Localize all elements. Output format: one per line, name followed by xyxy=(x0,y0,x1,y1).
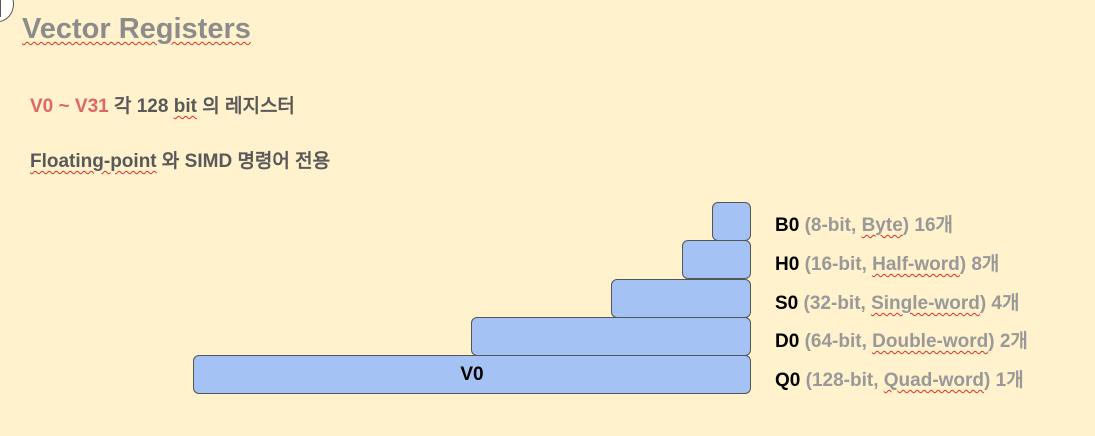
register-block-q0: V0 xyxy=(193,355,751,394)
floating-point-word: Floating-point xyxy=(30,151,157,172)
register-detail-close: ) 2개 xyxy=(988,331,1028,352)
register-block-d0 xyxy=(471,317,751,356)
register-label-s0: S0 (32-bit, Single-word) 4개 xyxy=(775,288,1019,315)
register-term: Byte xyxy=(861,215,903,236)
line1-text-a: 각 128 xyxy=(108,96,174,117)
register-detail-close: ) 8개 xyxy=(959,254,1000,275)
bullet-vector-register-count: V0 ~ V31 각 128 bit 의 레지스터 xyxy=(30,91,295,118)
pencil-cursor-icon xyxy=(0,0,14,22)
register-label-d0: D0 (64-bit, Double-word) 2개 xyxy=(775,326,1028,353)
register-detail-close: ) 1개 xyxy=(984,370,1024,391)
line2-text: 와 SIMD 명령어 전용 xyxy=(156,151,331,172)
register-name: Q0 xyxy=(775,370,801,391)
register-detail-open: (32-bit, xyxy=(798,293,872,314)
register-detail-open: (64-bit, xyxy=(799,331,873,352)
register-name: D0 xyxy=(775,331,800,352)
register-name: B0 xyxy=(775,215,800,236)
register-term: Quad-word xyxy=(883,370,985,391)
bullet-floating-point-simd: Floating-point 와 SIMD 명령어 전용 xyxy=(30,146,330,173)
register-name: H0 xyxy=(775,254,800,275)
register-detail-open: (16-bit, xyxy=(799,254,873,275)
register-block-s0 xyxy=(611,279,751,318)
register-detail-close: ) 4개 xyxy=(979,293,1020,314)
register-label-h0: H0 (16-bit, Half-word) 8개 xyxy=(775,249,999,276)
register-name: S0 xyxy=(775,293,799,314)
register-block-b0 xyxy=(712,202,751,241)
slide-title: Vector Registers xyxy=(22,13,251,45)
register-term: Single-word xyxy=(871,293,980,314)
register-label-q0: Q0 (128-bit, Quad-word) 1개 xyxy=(775,365,1024,392)
register-block-h0 xyxy=(682,240,751,279)
register-detail-open: (8-bit, xyxy=(799,215,862,236)
line1-text-b: 의 레지스터 xyxy=(196,96,295,117)
register-label-b0: B0 (8-bit, Byte) 16개 xyxy=(775,210,953,237)
register-detail-open: (128-bit, xyxy=(800,370,884,391)
register-detail-close: ) 16개 xyxy=(902,215,953,236)
block-label-v0: V0 xyxy=(460,363,484,385)
register-range: V0 ~ V31 xyxy=(30,96,109,117)
register-term: Double-word xyxy=(872,331,989,352)
register-term: Half-word xyxy=(872,254,960,275)
bit-word: bit xyxy=(173,96,197,117)
